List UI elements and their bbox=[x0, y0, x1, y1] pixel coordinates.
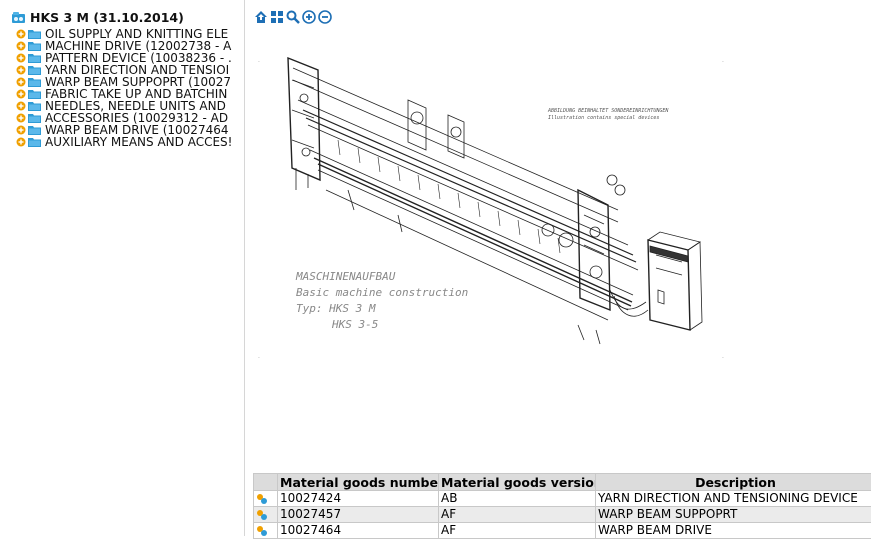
folder-icon bbox=[28, 137, 41, 147]
row-icon-cell[interactable] bbox=[254, 523, 278, 539]
material-number-cell[interactable]: 10027464 bbox=[278, 523, 439, 539]
part-link-icon[interactable] bbox=[256, 525, 268, 537]
tree-root-label: HKS 3 M (31.10.2014) bbox=[30, 10, 184, 25]
folder-icon bbox=[28, 125, 41, 135]
expand-plus-icon[interactable] bbox=[16, 77, 26, 87]
table-header-row: Material goods number Material goods ver… bbox=[254, 474, 871, 491]
expand-plus-icon[interactable] bbox=[16, 101, 26, 111]
material-version-cell: AF bbox=[439, 523, 596, 539]
expand-plus-icon[interactable] bbox=[16, 125, 26, 135]
corner-marker: · bbox=[258, 355, 260, 362]
column-header-description[interactable]: Description bbox=[596, 474, 871, 491]
materials-table: Material goods number Material goods ver… bbox=[253, 473, 871, 539]
folder-icon bbox=[28, 77, 41, 87]
folder-icon bbox=[28, 89, 41, 99]
zoom-in-icon[interactable] bbox=[302, 10, 316, 24]
folder-icon bbox=[28, 41, 41, 51]
caption-line: HKS 3-5 bbox=[331, 318, 378, 331]
caption-line: MASCHINENAUFBAU bbox=[295, 270, 396, 283]
note-line: ABBILDUNG BEINHALTET SONDEREINRICHTUNGEN bbox=[547, 108, 669, 114]
search-icon[interactable] bbox=[286, 10, 300, 24]
drawing-caption: MASCHINENAUFBAU Basic machine constructi… bbox=[295, 270, 468, 331]
folder-icon bbox=[28, 53, 41, 63]
caption-line: Basic machine construction bbox=[296, 286, 468, 299]
tree-root-node[interactable]: HKS 3 M (31.10.2014) bbox=[12, 9, 184, 25]
material-version-cell: AB bbox=[439, 491, 596, 507]
row-icon-cell[interactable] bbox=[254, 491, 278, 507]
parts-tree: HKS 3 M (31.10.2014) OIL SUPPLY AND KNIT… bbox=[0, 0, 244, 536]
expand-plus-icon[interactable] bbox=[16, 137, 26, 147]
folder-icon bbox=[28, 65, 41, 75]
corner-marker: · bbox=[722, 355, 724, 362]
icon-column-header bbox=[254, 474, 278, 491]
note-line: Illustration contains special devices bbox=[548, 115, 659, 121]
expand-plus-icon[interactable] bbox=[16, 113, 26, 123]
expand-plus-icon[interactable] bbox=[16, 89, 26, 99]
part-link-icon[interactable] bbox=[256, 493, 268, 505]
material-number-cell[interactable]: 10027424 bbox=[278, 491, 439, 507]
corner-marker: · bbox=[722, 59, 724, 66]
material-number-cell[interactable]: 10027457 bbox=[278, 507, 439, 523]
expand-plus-icon[interactable] bbox=[16, 53, 26, 63]
folder-icon bbox=[28, 113, 41, 123]
drawing-note: ABBILDUNG BEINHALTET SONDEREINRICHTUNGEN… bbox=[547, 108, 669, 121]
material-version-cell: AF bbox=[439, 507, 596, 523]
caption-line: Typ: HKS 3 M bbox=[296, 302, 376, 315]
description-cell: WARP BEAM DRIVE bbox=[596, 523, 871, 539]
expand-plus-icon[interactable] bbox=[16, 65, 26, 75]
description-cell: YARN DIRECTION AND TENSIONING DEVICE bbox=[596, 491, 871, 507]
pane-splitter[interactable] bbox=[244, 0, 245, 536]
folder-icon bbox=[28, 29, 41, 39]
corner-marker: · bbox=[258, 59, 260, 66]
grid-icon[interactable] bbox=[270, 10, 284, 24]
column-header-number[interactable]: Material goods number bbox=[278, 474, 439, 491]
expand-plus-icon[interactable] bbox=[16, 29, 26, 39]
home-icon[interactable] bbox=[254, 10, 268, 24]
tree-item[interactable]: AUXILIARY MEANS AND ACCES! bbox=[16, 136, 232, 148]
viewer-toolbar bbox=[254, 9, 332, 25]
part-link-icon[interactable] bbox=[256, 509, 268, 521]
zoom-out-icon[interactable] bbox=[318, 10, 332, 24]
row-icon-cell[interactable] bbox=[254, 507, 278, 523]
machine-tree-icon bbox=[12, 11, 26, 24]
machine-drawing[interactable]: · · · · bbox=[248, 40, 768, 420]
expand-plus-icon[interactable] bbox=[16, 41, 26, 51]
description-cell: WARP BEAM SUPPOPRT bbox=[596, 507, 871, 523]
folder-icon bbox=[28, 101, 41, 111]
column-header-version[interactable]: Material goods version bbox=[439, 474, 596, 491]
tree-item-label: AUXILIARY MEANS AND ACCES! bbox=[45, 136, 232, 148]
